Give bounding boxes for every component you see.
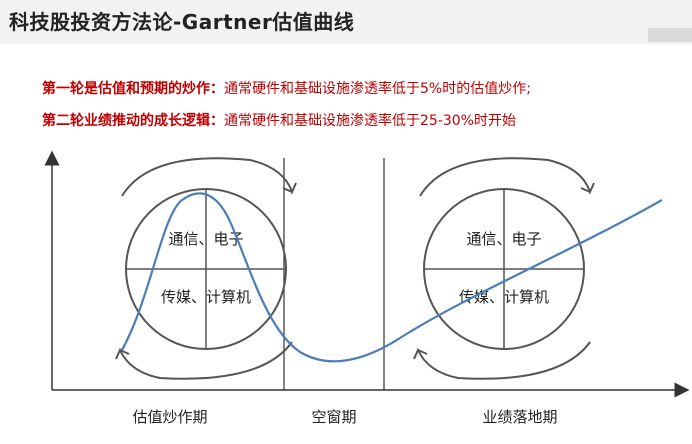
note-first-round-sep: ：: [210, 81, 224, 97]
left-cycle: 通信、电子 传媒、计算机: [115, 157, 297, 380]
phase-label-gap: 空窗期: [311, 408, 356, 426]
left-cycle-q1-label: 通信、电子: [168, 230, 243, 248]
phase-label-earnings: 业绩落地期: [482, 408, 557, 426]
header-band: [0, 0, 692, 44]
note-second-round-text: 通常硬件和基础设施渗透率低于25-30%时开始: [224, 113, 516, 129]
right-cycle-bottom-arrow: [413, 341, 591, 380]
left-cycle-q2-label: 传媒、计算机: [161, 288, 251, 306]
note-second-round-sep: ：: [210, 113, 224, 129]
right-cycle-q1-label: 通信、电子: [466, 230, 541, 248]
gartner-curve: [121, 192, 663, 363]
phase-label-hype: 估值炒作期: [132, 408, 207, 426]
right-cycle-top-arrow: [419, 157, 595, 197]
right-cycle: 通信、电子 传媒、计算机: [413, 157, 595, 380]
note-first-round: 第一轮是估值和预期的炒作：通常硬件和基础设施渗透率低于5%时的估值炒作;: [42, 78, 531, 98]
note-second-round: 第二轮业绩推动的成长逻辑：通常硬件和基础设施渗透率低于25-30%时开始: [42, 110, 516, 130]
note-first-round-key: 第一轮是估值和预期的炒作: [42, 81, 210, 97]
gartner-curve-diagram: 通信、电子 传媒、计算机 通信、电子 传媒、计算机 估值炒作期 空窗期 业绩落地…: [44, 150, 690, 426]
page-title: 科技股投资方法论-Gartner估值曲线: [9, 10, 355, 34]
header-accent-bar: [648, 28, 692, 42]
left-cycle-bottom-arrow: [115, 341, 293, 380]
note-second-round-key: 第二轮业绩推动的成长逻辑: [42, 113, 210, 129]
left-cycle-top-arrow: [121, 157, 297, 197]
note-first-round-text: 通常硬件和基础设施渗透率低于5%时的估值炒作;: [224, 81, 531, 97]
